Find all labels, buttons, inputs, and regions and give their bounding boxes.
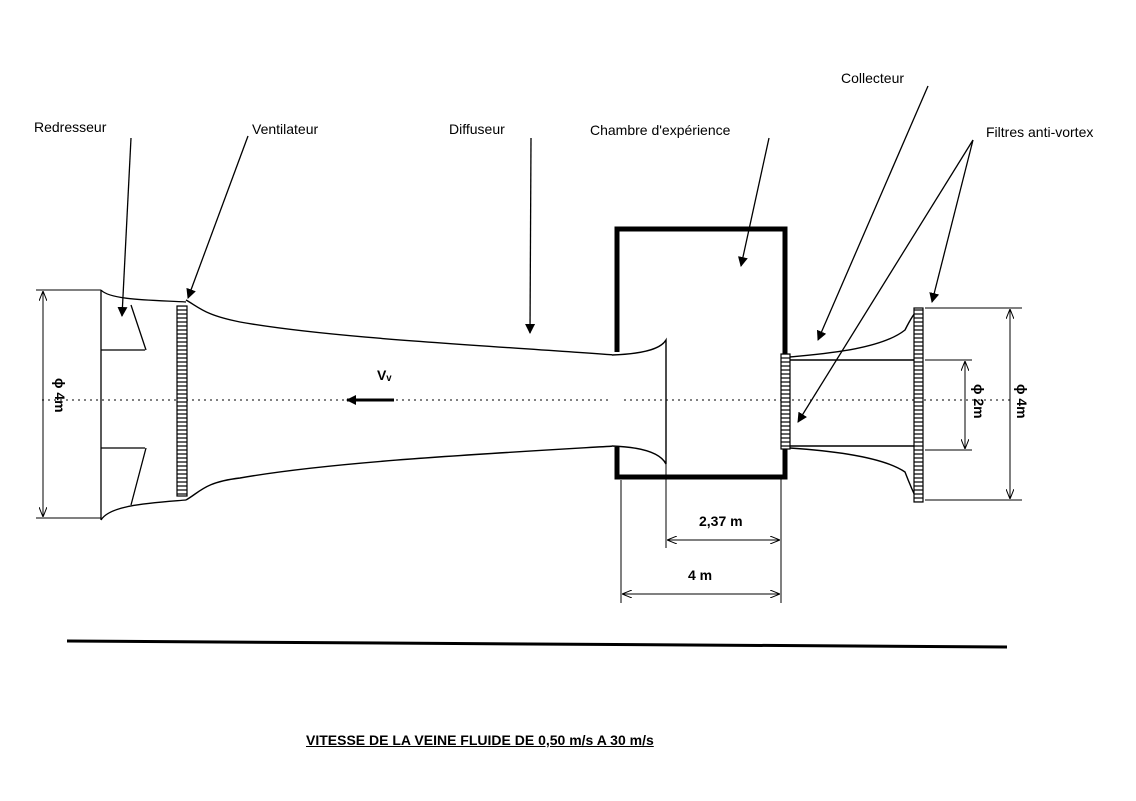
label-redresseur: Redresseur [34,119,107,135]
separator-line [66,639,1008,649]
dim-outlet-small [925,359,972,451]
filter-collecteur [780,353,791,450]
footer-caption: VITESSE DE LA VEINE FLUIDE DE 0,50 m/s A… [306,732,654,748]
label-chamber-inner: 2,37 m [699,513,743,529]
diffuseur [185,299,616,501]
collecteur [789,309,919,503]
label-diffuseur: Diffuseur [449,121,505,137]
dim-outlet-large [925,307,1022,501]
label-arrows [117,85,974,423]
chambre-experience [611,226,788,480]
label-chamber-length: 4 m [688,567,713,583]
dim-inlet-diameter [36,289,101,519]
label-filtres: Filtres anti-vortex [986,124,1094,140]
label-flow-velocity: Vᵥ [377,367,392,383]
label-outlet-diameter-small: ϕ 2m [971,384,987,419]
dim-chamber-length [620,480,782,603]
label-inlet-diameter: ϕ 4m [52,378,68,413]
redresseur-section [100,289,187,521]
dim-chamber-inner [665,464,782,548]
ventilateur-grid [176,305,188,497]
label-collecteur: Collecteur [841,70,905,86]
label-outlet-diameter-large: ϕ 4m [1014,384,1030,419]
filter-outlet [913,307,924,503]
label-ventilateur: Ventilateur [252,121,319,137]
label-chambre: Chambre d'expérience [590,122,731,138]
